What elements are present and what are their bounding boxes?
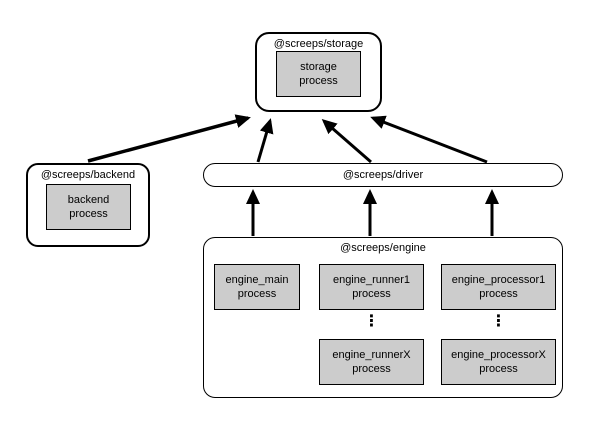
node-screeps-backend: @screeps/backend backend process (26, 163, 150, 247)
process-name: engine_runner1 (332, 274, 411, 286)
process-type: process (479, 363, 518, 375)
process-box-storage: storage process (276, 51, 361, 97)
node-screeps-driver: @screeps/driver (203, 163, 563, 187)
arrow-driver-to-storage-left (256, 118, 274, 163)
process-name: storage (300, 61, 337, 73)
process-type: process (69, 208, 108, 220)
process-type: process (352, 288, 391, 300)
vertical-ellipsis-icon: ⋮ (490, 311, 507, 330)
process-type: process (237, 288, 277, 300)
process-box-engine-runnerX: engine_runnerX process (319, 339, 424, 385)
process-type: process (352, 363, 391, 375)
process-name: engine_processorX (451, 349, 546, 361)
process-name: engine_runnerX (332, 349, 411, 361)
arrow-driver-to-storage-right (370, 115, 488, 164)
node-screeps-engine: @screeps/engine engine_main process engi… (203, 237, 563, 398)
process-box-engine-runner1: engine_runner1 process (319, 264, 424, 310)
process-type: process (299, 75, 338, 87)
storage-title: @screeps/storage (273, 38, 364, 50)
process-box-engine-processorX: engine_processorX process (441, 339, 556, 385)
process-name: engine_main (225, 274, 289, 286)
process-box-engine-processor1: engine_processor1 process (441, 264, 556, 310)
vertical-ellipsis-icon: ⋮ (363, 311, 380, 330)
driver-title: @screeps/driver (342, 169, 424, 181)
process-type: process (479, 288, 518, 300)
node-screeps-storage: @screeps/storage storage process (255, 32, 382, 112)
backend-title: @screeps/backend (40, 169, 136, 181)
process-name: backend (67, 194, 110, 206)
process-box-engine-main: engine_main process (214, 264, 300, 310)
process-box-backend: backend process (46, 184, 131, 230)
engine-title: @screeps/engine (340, 242, 426, 254)
arrow-driver-to-storage-middle (321, 119, 372, 164)
process-name: engine_processor1 (451, 274, 546, 286)
arrow-backend-to-storage (87, 114, 251, 163)
